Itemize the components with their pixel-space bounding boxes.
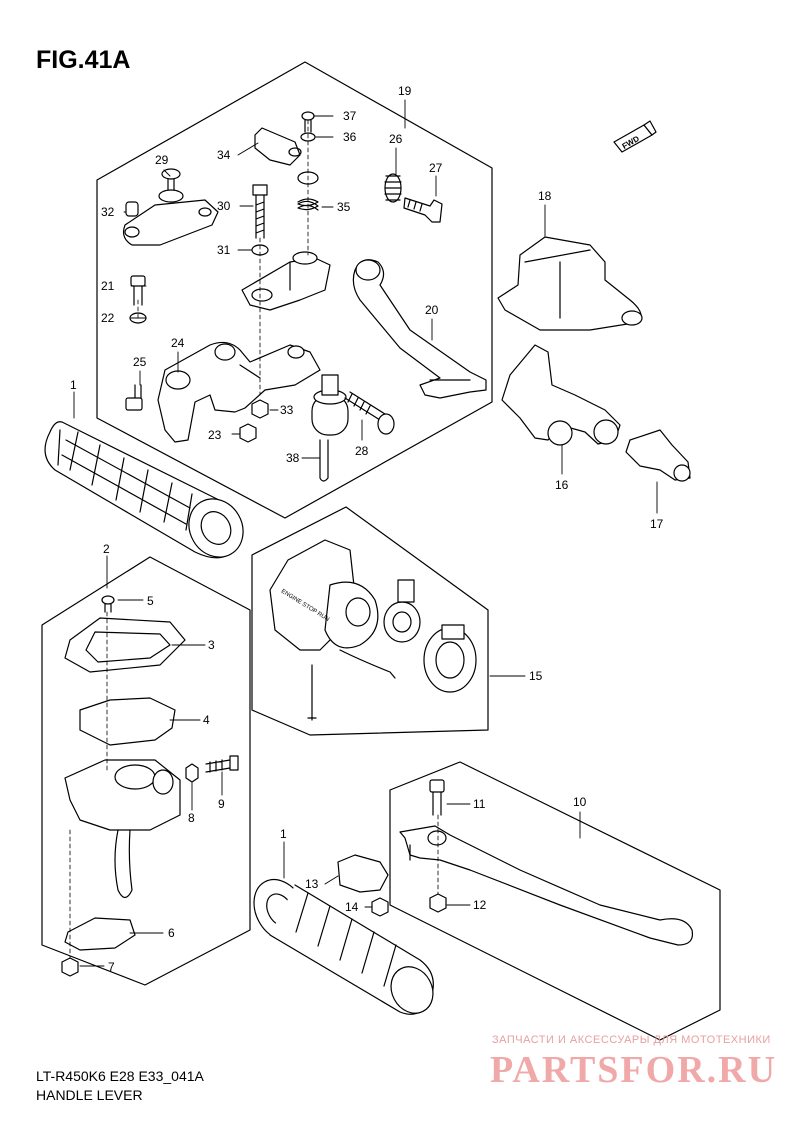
callout-9: 9 <box>218 797 225 811</box>
watermark-brand: PARTSFOR.RU <box>490 1049 778 1091</box>
callout-36: 36 <box>343 130 357 144</box>
group-box-19-lever-assembly <box>96 61 493 519</box>
callout-12: 12 <box>473 898 487 912</box>
callout-11: 11 <box>473 797 486 811</box>
screw-27 <box>403 197 443 223</box>
brake-lever-10 <box>399 825 694 946</box>
footer-model-code: LT-R450K6 E28 E33_041A <box>36 1068 204 1084</box>
fwd-arrow-icon <box>613 120 657 153</box>
switch-ring-15b <box>423 624 477 693</box>
callout-2: 2 <box>103 542 110 556</box>
callout-33: 33 <box>280 403 294 417</box>
adjuster-wheel-26 <box>384 173 402 203</box>
cover-plate-29 <box>122 168 219 246</box>
callout-29: 29 <box>155 153 169 167</box>
callout-23: 23 <box>208 428 222 442</box>
clutch-lever-20 <box>352 259 487 399</box>
group-box-brake-lever-assembly <box>389 761 721 1041</box>
callout-32: 32 <box>101 205 115 219</box>
nut-33 <box>251 399 269 419</box>
screw-5 <box>101 595 115 613</box>
nut-8 <box>185 763 199 783</box>
callout-34: 34 <box>217 148 231 162</box>
callout-8: 8 <box>188 811 195 825</box>
switch-38 <box>311 374 349 482</box>
lever-holder-16 <box>501 344 621 446</box>
screw-14 <box>371 897 389 917</box>
callout-4: 4 <box>203 713 210 727</box>
bolt-21 <box>130 275 146 306</box>
nut-23 <box>239 423 257 443</box>
bolt-28 <box>344 391 395 435</box>
throttle-cover-3 <box>64 617 186 673</box>
callout-14: 14 <box>345 900 359 914</box>
callout-37: 37 <box>343 109 357 123</box>
nut-12 <box>429 893 447 913</box>
screw-9 <box>205 755 239 773</box>
bolt-7 <box>61 957 79 977</box>
callout-13: 13 <box>305 877 319 891</box>
throttle-body <box>64 759 181 899</box>
bolt-30 <box>252 184 268 239</box>
adjuster-block <box>241 251 331 311</box>
lever-cover-18 <box>497 236 643 331</box>
callout-3: 3 <box>208 638 215 652</box>
watermark-tagline: ЗАПЧАСТИ И АКСЕССУАРЫ ДЛЯ МОТОТЕХНИКИ <box>492 1034 771 1046</box>
lever-bracket-24 <box>157 341 321 443</box>
switch-housing-15 <box>269 539 396 721</box>
callout-27: 27 <box>429 161 443 175</box>
callout-6: 6 <box>168 926 175 940</box>
bolt-25 <box>125 384 143 411</box>
callout-24: 24 <box>171 336 185 350</box>
callout-35: 35 <box>337 200 351 214</box>
callout-22: 22 <box>101 311 115 325</box>
callout-30: 30 <box>217 199 231 213</box>
group-box-throttle-assembly <box>41 556 251 986</box>
callout-18: 18 <box>538 189 552 203</box>
callout-26: 26 <box>389 132 403 146</box>
callout-7: 7 <box>108 960 115 974</box>
callout-10: 10 <box>573 795 587 809</box>
callout-21: 21 <box>101 279 115 293</box>
handle-grip-lower <box>253 878 434 1015</box>
callout-17: 17 <box>650 517 664 531</box>
callout-38: 38 <box>286 451 300 465</box>
bracket-13 <box>337 854 389 893</box>
handle-grip-upper <box>44 421 244 559</box>
footer-section-name: HANDLE LEVER <box>36 1087 143 1103</box>
callout-25: 25 <box>133 355 147 369</box>
figure-title: FIG.41A <box>36 46 131 74</box>
callout-1-upper: 1 <box>70 378 77 392</box>
callout-19: 19 <box>398 84 412 98</box>
callout-20: 20 <box>425 303 439 317</box>
callout-16: 16 <box>555 478 569 492</box>
adjuster-17 <box>625 429 691 482</box>
callout-15: 15 <box>529 669 543 683</box>
switch-ring-15a <box>383 579 421 643</box>
callout-1-lower: 1 <box>280 827 287 841</box>
callout-31: 31 <box>217 243 231 257</box>
cover-plate-6 <box>64 917 136 951</box>
gasket-4 <box>79 697 176 746</box>
bracket-34 <box>254 127 302 166</box>
callout-5: 5 <box>147 594 154 608</box>
bolt-11 <box>429 779 445 816</box>
callout-28: 28 <box>355 444 369 458</box>
spring-35 <box>297 198 319 211</box>
group-box-switch-assembly <box>251 506 489 736</box>
